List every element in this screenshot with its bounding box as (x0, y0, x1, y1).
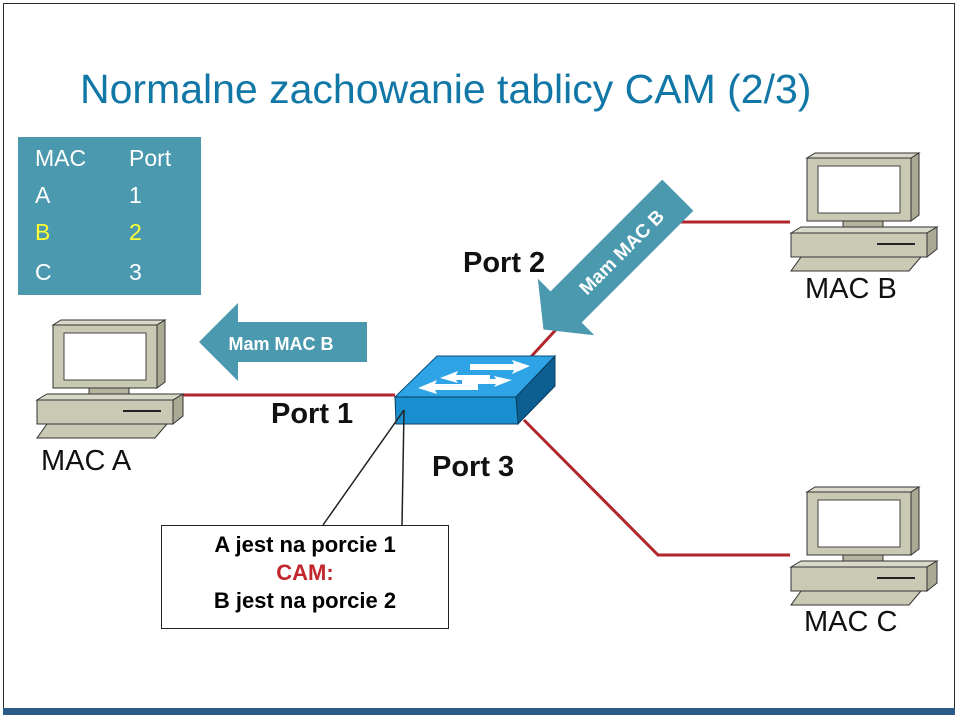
cam-row-mac-highlighted: B (35, 219, 51, 245)
host-a-label: MAC A (41, 445, 132, 477)
cam-row-port-highlighted: 2 (129, 219, 142, 245)
incoming-arrow (537, 179, 694, 336)
port1-label: Port 1 (271, 398, 354, 430)
slide-title: Normalne zachowanie tablicy CAM (2/3) (80, 66, 812, 112)
callout-line (401, 409, 405, 526)
cam-row-port: 3 (129, 259, 142, 285)
slide-bottom-bar (3, 708, 955, 715)
cam-table: MAC Port A 1 B 2 C 3 (18, 137, 201, 295)
info-line-a: A jest na porcie 1 (214, 532, 396, 557)
port2-label: Port 2 (463, 247, 546, 279)
host-c-label: MAC C (804, 606, 898, 638)
computer-icon (790, 486, 938, 606)
switch-icon (393, 354, 557, 426)
host-b-label: MAC B (805, 273, 897, 305)
outgoing-arrow-label: Mam MAC B (228, 334, 333, 354)
computer-icon (36, 319, 184, 439)
cam-row-mac: A (35, 182, 51, 208)
cam-row-port: 1 (129, 182, 142, 208)
cam-row-mac: C (35, 259, 52, 285)
callout-line (322, 409, 405, 526)
cam-header-port: Port (129, 145, 172, 171)
info-line-cam: CAM: (276, 560, 334, 585)
cam-info-box: A jest na porcie 1 CAM: B jest na porcie… (161, 525, 449, 629)
cam-header-mac: MAC (35, 145, 87, 171)
computer-icon (790, 152, 938, 272)
outgoing-arrow (199, 303, 367, 381)
link-port3 (522, 418, 790, 557)
info-line-b: B jest na porcie 2 (213, 588, 397, 613)
port3-label: Port 3 (432, 451, 515, 483)
